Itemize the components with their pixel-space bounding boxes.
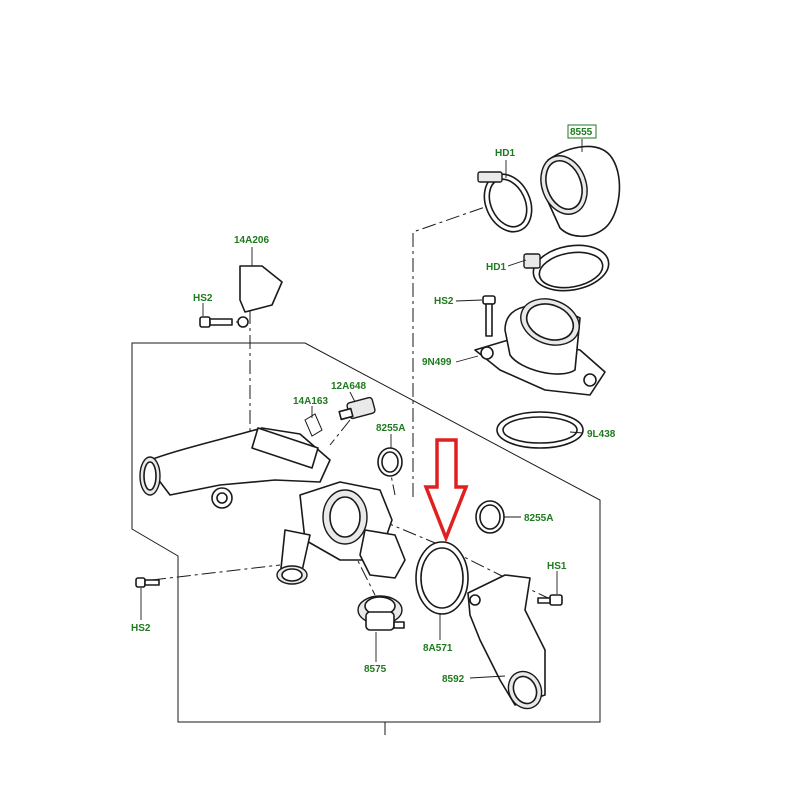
- thermostat-8575: [357, 595, 405, 631]
- o-ring-8a571: [415, 541, 469, 615]
- label-8255a-top: 8255A: [376, 423, 405, 434]
- leader-12a648: [349, 391, 356, 403]
- label-9l438: 9L438: [587, 429, 616, 440]
- bolt-hs2-right: [482, 295, 496, 337]
- label-hs2-right: HS2: [434, 296, 454, 307]
- label-12a648: 12A648: [331, 381, 366, 392]
- bolt-hs2-bottom: [135, 577, 160, 588]
- assembly-frame: [131, 342, 601, 723]
- label-14a163: 14A163: [293, 396, 328, 407]
- seal-ring-8255a-right: [475, 500, 505, 534]
- label-8555: 8555: [570, 127, 593, 138]
- label-hs1: HS1: [547, 561, 567, 572]
- label-9n499: 9N499: [422, 357, 452, 368]
- label-hd1-top: HD1: [495, 148, 515, 159]
- outlet-housing-9n499: [474, 298, 606, 396]
- hose-clamp-hd1-mid: [523, 244, 610, 292]
- label-hs2-left: HS2: [193, 293, 213, 304]
- label-14a206: 14A206: [234, 235, 269, 246]
- leader-9l438: [569, 431, 584, 434]
- gasket-9l438: [496, 411, 584, 449]
- label-hd1-mid: HD1: [486, 262, 506, 273]
- leader-hs2-right: [455, 299, 483, 302]
- leader-8592: [469, 675, 506, 679]
- bracket-14a206: [237, 265, 283, 328]
- label-8592: 8592: [442, 674, 465, 685]
- assembly-line-sensor: [329, 419, 351, 446]
- highlight-arrow: [423, 438, 469, 543]
- label-8a571: 8A571: [423, 643, 453, 654]
- label-8255a-right: 8255A: [524, 513, 553, 524]
- bolt-hs2-left: [199, 316, 233, 328]
- leader-hd1-mid: [507, 259, 527, 267]
- label-hs2-bottom: HS2: [131, 623, 151, 634]
- assembly-line-bolt-hs2: [151, 564, 281, 581]
- outlet-elbow-8592: [467, 574, 546, 710]
- thermostat-housing: [276, 481, 406, 585]
- clip-14a163: [304, 413, 323, 437]
- label-8555-box: [567, 124, 597, 139]
- assembly-line-hose: [412, 205, 489, 497]
- bolt-hs1: [537, 594, 563, 606]
- temperature-sensor-12a648: [338, 396, 376, 421]
- hose-clamp-hd1-top: [477, 171, 533, 233]
- hose-elbow-8555: [540, 145, 621, 238]
- leader-9n499: [455, 355, 479, 363]
- seal-ring-8255a-top: [377, 447, 403, 477]
- label-8575: 8575: [364, 664, 387, 675]
- coolant-pipe-assembly: [139, 427, 331, 509]
